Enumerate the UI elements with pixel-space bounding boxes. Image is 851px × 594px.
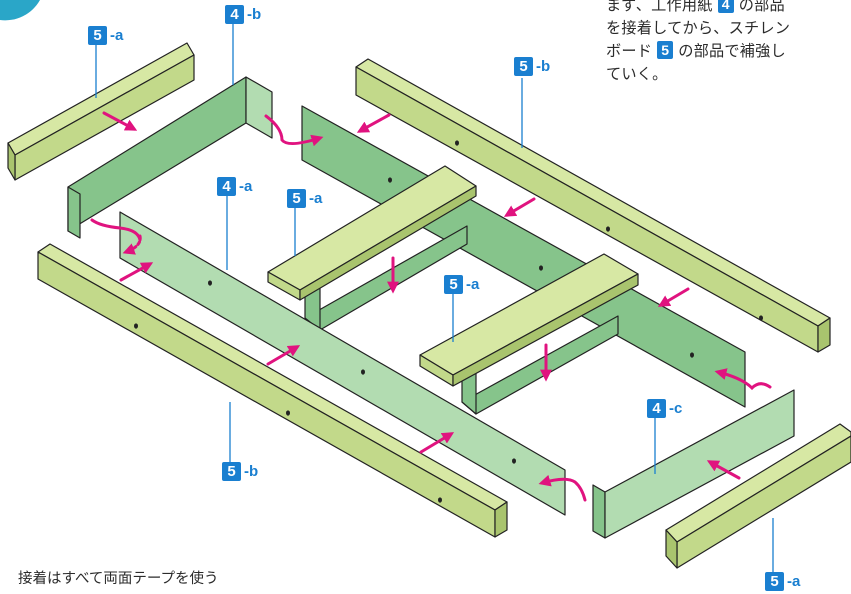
hole: [512, 458, 516, 464]
arrow-5b-top-right-3: [657, 287, 690, 307]
arrow-fold-left-corner: [90, 218, 142, 242]
arrow-5b-bottom-2: [419, 432, 455, 454]
hole: [455, 140, 459, 146]
label-4c-right: 4-c: [647, 399, 682, 418]
arrow-5b-top-right-2: [503, 197, 536, 217]
hole: [690, 352, 694, 358]
hole: [539, 265, 543, 271]
hole: [606, 226, 610, 232]
label-4a-mid: 4-a: [217, 177, 252, 196]
arrow-5b-top-right-1: [356, 113, 391, 133]
board-5b-bottom: [37, 243, 508, 538]
hole: [388, 177, 392, 183]
intro-line-1: まず、工作用紙 4 の部品: [606, 0, 850, 17]
arrow-5a-top-left: [102, 111, 138, 131]
label-5b-bottom: 5-b: [222, 462, 258, 481]
hole: [286, 410, 290, 416]
arrow-fold-left-dotted: [122, 234, 142, 255]
board-5a-bottom-right: [665, 423, 851, 569]
hole: [361, 369, 365, 375]
label-4b-top: 4-b: [225, 5, 261, 24]
hole: [759, 315, 763, 321]
adhesive-note: 接着はすべて両面テープを使う: [18, 571, 219, 587]
hole: [134, 323, 138, 329]
label-5a-top-left: 5-a: [88, 26, 123, 45]
paper-4b-back-wall: [67, 76, 273, 239]
label-5a-bottom-right: 5-a: [765, 572, 800, 591]
label-5a-mid-left: 5-a: [287, 189, 322, 208]
intro-badge-4: 4: [717, 0, 734, 13]
hole: [438, 497, 442, 503]
intro-text: まず、工作用紙 4 の部品 を接着してから、スチレン ボード 5 の部品で補強し…: [606, 0, 850, 86]
arrow-5b-bottom-1: [266, 345, 301, 366]
intro-line-2: を接着してから、スチレン: [606, 19, 791, 37]
arrow-fold-4c-corner: [714, 368, 772, 391]
intro-line-3: ボード 5 の部品で補強し: [606, 41, 786, 60]
board-5a-top-left: [7, 42, 195, 181]
board-5a-mid-left: [267, 165, 477, 301]
paper-4c-end-wall: [592, 389, 795, 539]
step-corner-badge: [0, 0, 40, 21]
arrow-fold-4b-corner: [264, 114, 324, 147]
arrow-fold-4a-corner: [538, 474, 587, 502]
label-5b-top-right: 5-b: [514, 57, 550, 76]
intro-line-4: ていく。: [606, 65, 668, 83]
board-5a-mid-right: [419, 253, 639, 387]
hole: [208, 280, 212, 286]
arrow-5a-bottom-right: [706, 460, 741, 480]
label-5a-mid-right: 5-a: [444, 275, 479, 294]
board-5b-top-right: [355, 58, 831, 353]
intro-badge-5: 5: [657, 41, 674, 59]
arrow-4a-front-1: [119, 262, 154, 282]
